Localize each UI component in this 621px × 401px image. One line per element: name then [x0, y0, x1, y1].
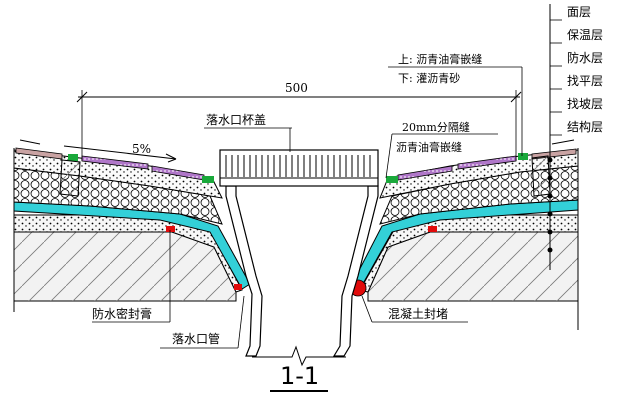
dimension-500: 500	[76, 81, 522, 160]
right-drain-pipe-wall	[332, 185, 379, 357]
label-gap: 20mm分隔缝	[402, 120, 470, 134]
legend-layer-label: 面层	[567, 5, 591, 19]
label-lower-note: 下: 灌沥青砂	[398, 72, 460, 85]
left-roof-section	[13, 147, 263, 357]
right-drip-arrow	[551, 139, 575, 145]
label-outlet-cover: 落水口杯盖	[206, 113, 266, 127]
slope-label: 5%	[132, 142, 151, 156]
legend-layer-label: 找坡层	[567, 97, 603, 111]
legend-layer-dot	[547, 247, 553, 253]
slope-indicator: 5%	[63, 142, 177, 163]
label-outlet-pipe: 落水口管	[172, 331, 220, 346]
label-asphalt-joint: 沥青油膏嵌缝	[396, 140, 462, 154]
left-joint-2	[202, 176, 214, 183]
label-upper-note: 上: 沥青油膏嵌缝	[398, 52, 482, 66]
right-joint-1	[518, 153, 528, 160]
left-tile-strip-1	[15, 147, 63, 160]
left-pipe-sealant	[234, 284, 242, 290]
legend-layer-label: 防水层	[567, 50, 603, 65]
legend-layer-label: 找平层	[567, 74, 603, 88]
legend-layer-label: 结构层	[567, 119, 603, 134]
legend-layer-dot	[547, 229, 553, 235]
left-sealant-mark	[166, 226, 175, 232]
right-sealant-mark	[428, 226, 437, 232]
legend-layer-dot	[547, 193, 553, 199]
left-drain-pipe-wall	[225, 185, 263, 357]
right-roof-section	[332, 148, 579, 357]
dimension-value: 500	[285, 81, 308, 95]
section-title: 1-1	[280, 362, 319, 390]
right-joint-2	[386, 176, 398, 183]
label-sealant: 防水密封膏	[92, 306, 152, 321]
left-upstand-block	[59, 159, 81, 197]
break-mark	[252, 345, 346, 367]
right-upstand-block	[531, 155, 551, 197]
label-concrete-plug: 混凝土封堵	[388, 306, 448, 321]
drain-cover-grate	[219, 149, 379, 187]
legend-layer-label: 保温层	[567, 28, 603, 42]
legend-layer-dot	[547, 175, 553, 181]
left-drip-arrow	[19, 139, 41, 145]
left-joint-1	[68, 154, 78, 161]
legend-layer-dot	[547, 157, 553, 163]
legend-layer-dot	[547, 211, 553, 217]
